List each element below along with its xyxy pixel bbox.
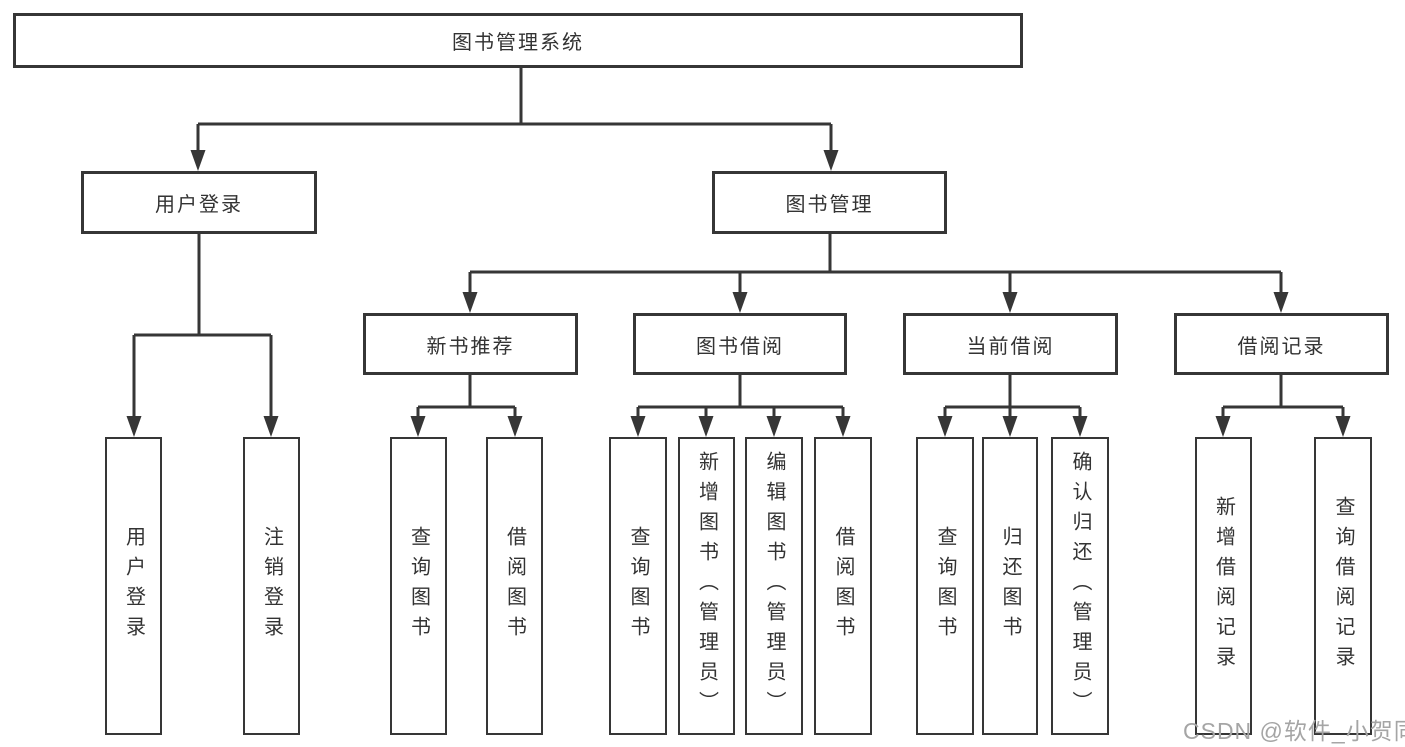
leaf-edit-book-admin: 编辑图书（管理员）	[745, 437, 803, 735]
node-book-borrowing-label: 图书借阅	[696, 335, 784, 358]
leaf-add-borrow-record: 新增借阅记录	[1195, 437, 1252, 735]
leaf-borrow-books-recommend: 借阅图书	[486, 437, 543, 735]
node-borrowing-records-label: 借阅记录	[1237, 335, 1326, 358]
leaf-query-books-current: 查询图书	[916, 437, 974, 735]
node-book-management-label: 图书管理	[785, 194, 874, 216]
node-book-management: 图书管理	[712, 171, 947, 234]
leaf-borrow-books-borrowing: 借阅图书	[814, 437, 872, 735]
node-book-borrowing: 图书借阅	[633, 313, 847, 375]
node-current-borrowing-label: 当前借阅	[966, 335, 1055, 358]
node-borrowing-records: 借阅记录	[1174, 313, 1389, 375]
node-current-borrowing: 当前借阅	[903, 313, 1118, 375]
leaf-query-books-borrowing: 查询图书	[609, 437, 667, 735]
node-library-system: 图书管理系统	[13, 13, 1023, 68]
leaf-confirm-return-admin: 确认归还（管理员）	[1051, 437, 1109, 735]
node-user-login: 用户登录	[81, 171, 317, 234]
leaf-user-login: 用户登录	[105, 437, 162, 735]
node-user-login-label: 用户登录	[155, 194, 243, 216]
leaf-logout: 注销登录	[243, 437, 300, 735]
node-new-book-recommend: 新书推荐	[363, 313, 578, 375]
node-library-system-label: 图书管理系统	[452, 32, 584, 54]
leaf-return-books: 归还图书	[982, 437, 1038, 735]
leaf-query-books-recommend: 查询图书	[390, 437, 447, 735]
csdn-watermark: CSDN @软件_小贺同学	[1183, 718, 1405, 744]
node-new-book-recommend-label: 新书推荐	[426, 335, 515, 358]
leaf-add-book-admin: 新增图书（管理员）	[678, 437, 735, 735]
leaf-query-borrow-record: 查询借阅记录	[1314, 437, 1372, 735]
arrowheads	[126, 150, 1351, 437]
